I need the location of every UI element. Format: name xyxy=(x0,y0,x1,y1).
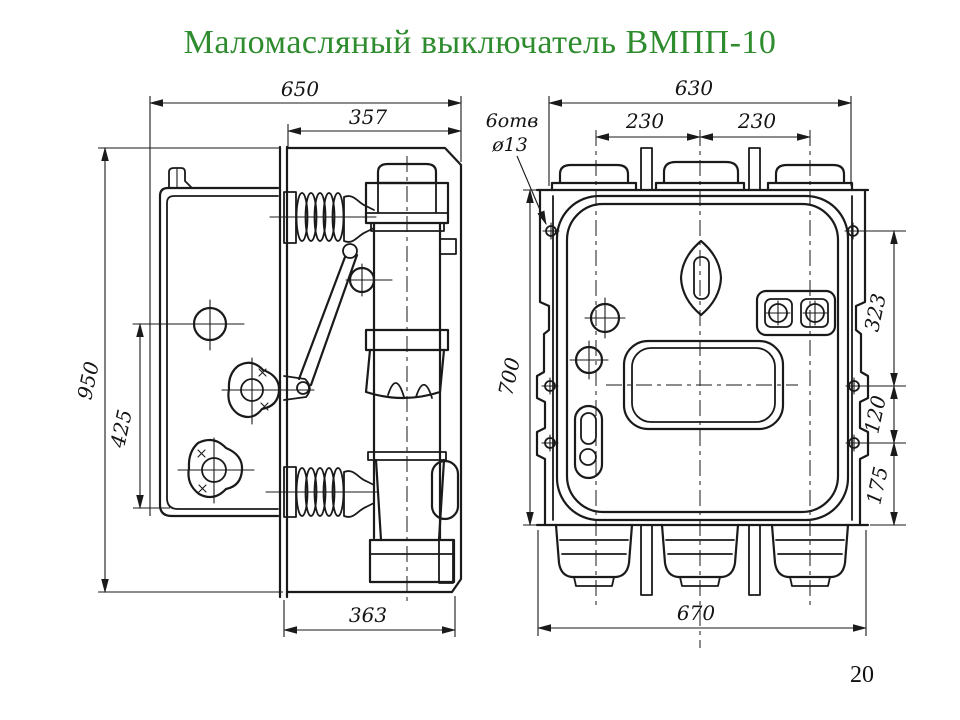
mechanism-cabinet xyxy=(158,186,280,518)
cabinet-top-bracket xyxy=(168,167,193,189)
dim-650: 650 xyxy=(281,77,319,101)
dim-670: 670 xyxy=(677,601,715,625)
side-view: 650 357 950 425 363 xyxy=(72,77,463,637)
cabinet-flange-middle xyxy=(221,357,315,425)
page-number: 20 xyxy=(850,662,874,688)
slide-title: Маломасляный выключатель ВМПП-10 xyxy=(183,24,777,61)
nameplate xyxy=(755,289,837,337)
front-view-dimensions: 630 230 230 6отв ø13 700 323 120 175 xyxy=(486,76,906,636)
inspection-window xyxy=(622,339,785,431)
dim-230-left: 230 xyxy=(625,109,664,133)
pole-tanks xyxy=(554,523,850,596)
holes-note-line1: 6отв xyxy=(486,110,539,132)
front-view-centerlines xyxy=(595,130,811,648)
dim-425: 425 xyxy=(105,407,137,450)
dim-230-right: 230 xyxy=(737,109,776,133)
holes-note-line2: ø13 xyxy=(491,134,528,156)
tank-face xyxy=(555,194,850,522)
frame-plate xyxy=(278,145,463,599)
drive-lever xyxy=(283,243,359,401)
dim-357: 357 xyxy=(349,105,387,129)
pole-caps xyxy=(550,147,854,192)
face-holes xyxy=(569,297,626,380)
frame xyxy=(535,188,870,527)
dim-363: 363 xyxy=(349,603,387,627)
front-view: 630 230 230 6отв ø13 700 323 120 175 xyxy=(486,76,906,648)
dim-175: 175 xyxy=(861,464,892,506)
pole-column xyxy=(345,162,460,584)
side-view-centerlines xyxy=(265,156,408,602)
oval-slot xyxy=(573,404,604,480)
dim-630: 630 xyxy=(675,76,713,100)
oil-level-indicator xyxy=(679,239,723,317)
cabinet-flange-lower xyxy=(177,437,255,504)
cabinet-hole-upper xyxy=(132,299,245,351)
dim-700: 700 xyxy=(493,355,524,398)
dim-950: 950 xyxy=(72,359,103,402)
side-view-dimensions: 650 357 950 425 363 xyxy=(72,77,463,637)
